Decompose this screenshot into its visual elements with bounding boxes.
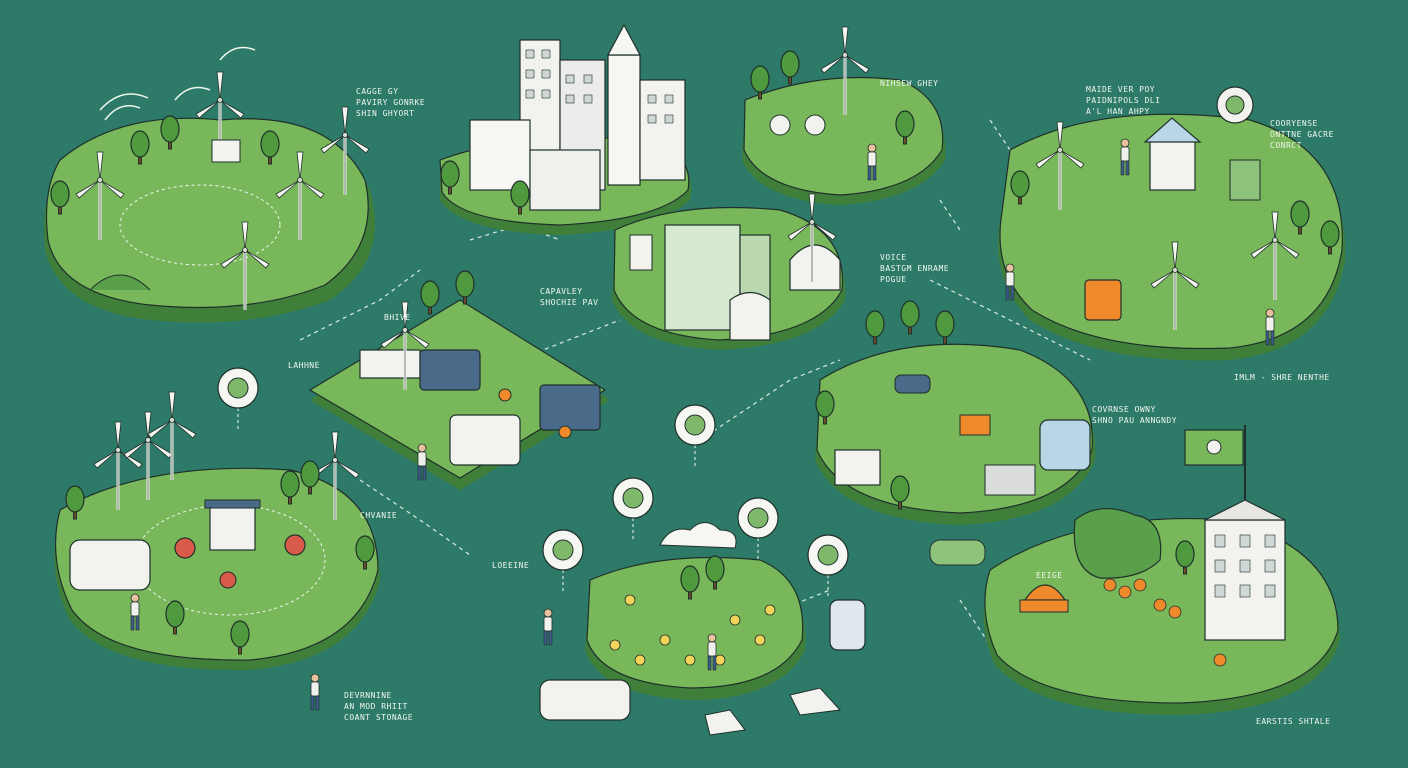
island-energy-equipment: [308, 270, 610, 490]
island-park: [815, 300, 1096, 566]
island-community: [998, 86, 1346, 361]
island-city-buildings: [439, 23, 692, 235]
label-community-bottom: IMLM - SHRE NENTHE: [1234, 373, 1330, 382]
label-garden: NIHSEW GHEY: [880, 79, 939, 88]
label-flower-garden: LOEEINE: [492, 561, 530, 570]
island-play-area: [54, 390, 380, 711]
island-civic-building: [983, 425, 1340, 715]
label-civic-bottom: EARSTIS SHTALE: [1256, 717, 1331, 726]
island-green-tower: [612, 192, 846, 350]
signal-icon: [99, 46, 256, 121]
island-flower-garden: [217, 367, 866, 736]
island-wind-farm: [44, 70, 375, 323]
label-play-area: CHVANIE: [360, 511, 398, 520]
island-garden: [742, 25, 946, 205]
label-civic-left: EEIGE: [1036, 571, 1063, 580]
label-energy-left: LAHHNE: [288, 361, 320, 370]
label-energy-top: BHIVE: [384, 313, 411, 322]
